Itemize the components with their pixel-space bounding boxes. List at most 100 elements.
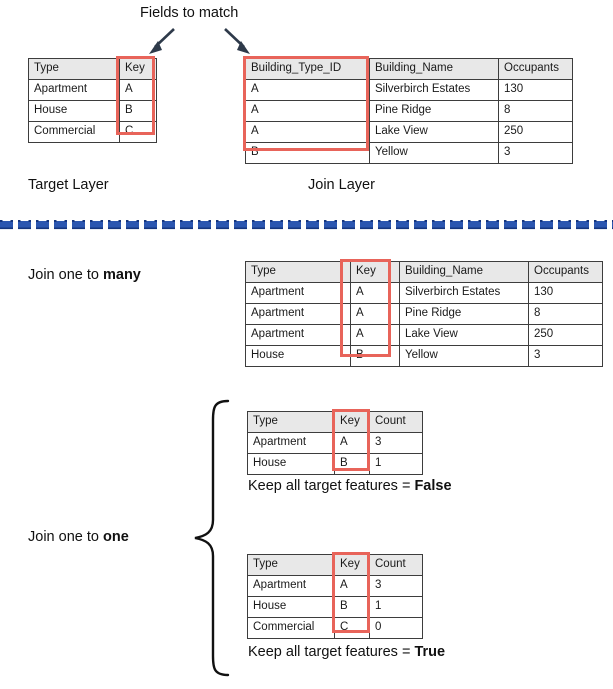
cell-key: A bbox=[119, 79, 157, 101]
cell-building-name: Lake View bbox=[369, 121, 499, 143]
join-layer-table-wrap: Building_Type_ID Building_Name Occupants… bbox=[245, 58, 573, 164]
table-row: Apartment A Lake View 250 bbox=[245, 324, 603, 346]
column-header-type: Type bbox=[247, 411, 335, 433]
arrow-down-right-icon bbox=[224, 28, 250, 54]
table-row: Apartment A Silverbirch Estates 130 bbox=[245, 282, 603, 304]
join-one-to-many-emphasis: many bbox=[102, 267, 141, 283]
cell-type: Apartment bbox=[247, 432, 335, 454]
column-header-key: Key bbox=[119, 58, 157, 80]
cell-occupants: 8 bbox=[498, 100, 573, 122]
cell-key: A bbox=[334, 432, 370, 454]
column-header-key: Key bbox=[334, 411, 370, 433]
table-header-row: Type Key bbox=[28, 58, 157, 80]
cell-count: 0 bbox=[369, 617, 423, 639]
table-row: A Pine Ridge 8 bbox=[245, 100, 573, 122]
keep-all-false-prefix: Keep all target features = bbox=[248, 478, 415, 494]
table-header-row: Building_Type_ID Building_Name Occupants bbox=[245, 58, 573, 80]
column-header-occupants: Occupants bbox=[498, 58, 573, 80]
keep-all-false-caption: Keep all target features = False bbox=[248, 478, 452, 495]
cell-key: A bbox=[350, 303, 400, 325]
column-header-type: Type bbox=[245, 261, 351, 283]
target-layer-table: Type Key Apartment A House B Commercial … bbox=[28, 58, 157, 143]
cell-occupants: 3 bbox=[528, 345, 603, 367]
column-header-building-name: Building_Name bbox=[399, 261, 529, 283]
keep-all-true-prefix: Keep all target features = bbox=[248, 644, 415, 660]
cell-key: C bbox=[119, 121, 157, 143]
cell-key: C bbox=[334, 617, 370, 639]
cell-building-type-id: A bbox=[245, 79, 370, 101]
keep-all-false-value: False bbox=[414, 478, 452, 494]
one-to-one-true-table-wrap: Type Key Count Apartment A 3 House B 1 C… bbox=[247, 554, 423, 639]
cell-building-name: Silverbirch Estates bbox=[399, 282, 529, 304]
table-row: Commercial C 0 bbox=[247, 617, 423, 639]
cell-type: House bbox=[245, 345, 351, 367]
target-layer-table-wrap: Type Key Apartment A House B Commercial … bbox=[28, 58, 157, 143]
join-one-to-one-label: Join one to one bbox=[28, 529, 129, 546]
cell-occupants: 250 bbox=[528, 324, 603, 346]
cell-building-name: Silverbirch Estates bbox=[369, 79, 499, 101]
cell-building-type-id: A bbox=[245, 100, 370, 122]
cell-count: 1 bbox=[369, 596, 423, 618]
table-header-row: Type Key Count bbox=[247, 411, 423, 433]
cell-type: Commercial bbox=[247, 617, 335, 639]
cell-occupants: 250 bbox=[498, 121, 573, 143]
table-row: House B 1 bbox=[247, 453, 423, 475]
table-header-row: Type Key Building_Name Occupants bbox=[245, 261, 603, 283]
cell-key: B bbox=[119, 100, 157, 122]
cell-type: Apartment bbox=[28, 79, 120, 101]
one-to-many-table: Type Key Building_Name Occupants Apartme… bbox=[245, 261, 603, 367]
column-header-count: Count bbox=[369, 554, 423, 576]
cell-key: A bbox=[334, 575, 370, 597]
column-header-type: Type bbox=[28, 58, 120, 80]
keep-all-true-caption: Keep all target features = True bbox=[248, 644, 446, 661]
dashed-divider-icon bbox=[0, 219, 613, 231]
table-row: Apartment A 3 bbox=[247, 432, 423, 454]
cell-type: House bbox=[247, 453, 335, 475]
cell-key: A bbox=[350, 324, 400, 346]
cell-building-name: Pine Ridge bbox=[369, 100, 499, 122]
cell-type: Apartment bbox=[245, 303, 351, 325]
curly-brace-icon bbox=[194, 399, 230, 677]
cell-building-name: Yellow bbox=[399, 345, 529, 367]
cell-count: 3 bbox=[369, 575, 423, 597]
table-row: B Yellow 3 bbox=[245, 142, 573, 164]
cell-building-name: Yellow bbox=[369, 142, 499, 164]
cell-key: B bbox=[334, 596, 370, 618]
column-header-count: Count bbox=[369, 411, 423, 433]
join-one-to-many-prefix: Join one to bbox=[28, 267, 103, 283]
cell-type: House bbox=[28, 100, 120, 122]
cell-occupants: 3 bbox=[498, 142, 573, 164]
join-one-to-many-label: Join one to many bbox=[28, 267, 141, 284]
table-row: Commercial C bbox=[28, 121, 157, 143]
keep-all-true-value: True bbox=[414, 644, 446, 660]
cell-type: Apartment bbox=[245, 282, 351, 304]
table-row: Apartment A 3 bbox=[247, 575, 423, 597]
cell-type: House bbox=[247, 596, 335, 618]
table-row: House B bbox=[28, 100, 157, 122]
cell-type: Commercial bbox=[28, 121, 120, 143]
column-header-type: Type bbox=[247, 554, 335, 576]
cell-building-name: Pine Ridge bbox=[399, 303, 529, 325]
column-header-occupants: Occupants bbox=[528, 261, 603, 283]
cell-key: B bbox=[350, 345, 400, 367]
table-row: A Silverbirch Estates 130 bbox=[245, 79, 573, 101]
cell-count: 3 bbox=[369, 432, 423, 454]
table-row: Apartment A Pine Ridge 8 bbox=[245, 303, 603, 325]
join-layer-caption: Join Layer bbox=[308, 177, 375, 193]
join-layer-table: Building_Type_ID Building_Name Occupants… bbox=[245, 58, 573, 164]
join-one-to-one-emphasis: one bbox=[102, 529, 129, 545]
one-to-one-true-table: Type Key Count Apartment A 3 House B 1 C… bbox=[247, 554, 423, 639]
cell-key: A bbox=[350, 282, 400, 304]
arrow-down-left-icon bbox=[149, 28, 175, 54]
table-header-row: Type Key Count bbox=[247, 554, 423, 576]
join-one-to-one-prefix: Join one to bbox=[28, 529, 103, 545]
cell-count: 1 bbox=[369, 453, 423, 475]
table-row: Apartment A bbox=[28, 79, 157, 101]
column-header-key: Key bbox=[334, 554, 370, 576]
table-row: House B Yellow 3 bbox=[245, 345, 603, 367]
column-header-building-name: Building_Name bbox=[369, 58, 499, 80]
fields-to-match-title: Fields to match bbox=[140, 5, 239, 21]
cell-building-type-id: B bbox=[245, 142, 370, 164]
column-header-key: Key bbox=[350, 261, 400, 283]
cell-key: B bbox=[334, 453, 370, 475]
